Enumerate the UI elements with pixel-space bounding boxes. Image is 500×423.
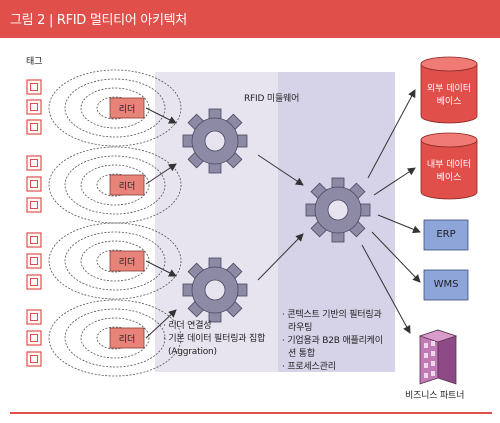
database-outer-label-line: 외부 데이터 xyxy=(426,84,472,94)
database-inner-label-line: 내부 데이터 xyxy=(426,160,472,170)
note-line: · 리더 연결성 xyxy=(163,321,212,331)
note-line: 라우팅 xyxy=(288,323,313,333)
note-line: · 기본 데이터 필터링과 집합 xyxy=(163,334,266,344)
arrow xyxy=(145,260,177,277)
gear-icon xyxy=(305,177,371,243)
reader-box-3 xyxy=(109,250,145,272)
tag-icon xyxy=(26,155,42,171)
note-line: · 프로세스관리 xyxy=(282,362,336,372)
reader-label: 리더 xyxy=(118,182,136,192)
note-line: · 기업용과 B2B 애플리케이 xyxy=(282,336,383,346)
arrow xyxy=(145,163,177,185)
tag-icon xyxy=(26,330,42,346)
note-line: · 콘텍스트 기반의 필터링과 xyxy=(282,310,382,320)
arrow xyxy=(371,231,421,283)
database-inner-label-line: 베이스 xyxy=(436,173,462,183)
title-bar: 그림 2 | RFID 멀티티어 아키텍처 xyxy=(0,0,500,38)
bottom-rule xyxy=(10,412,492,414)
arrow xyxy=(145,107,177,124)
right-notes: · 콘텍스트 기반의 필터링과 라우팅 · 기업용과 B2B 애플리케이 션 통… xyxy=(282,309,383,374)
figure-title: 그림 2 | RFID 멀티티어 아키텍처 xyxy=(10,13,187,28)
reader-box-2 xyxy=(109,174,145,196)
erp-box xyxy=(423,219,469,251)
database-outer xyxy=(420,56,478,124)
arrow xyxy=(361,244,411,334)
reader-label: 리더 xyxy=(118,258,136,268)
wms-label: WMS xyxy=(433,279,459,290)
database-outer-label-line: 베이스 xyxy=(436,97,462,107)
tag-icon xyxy=(26,309,42,325)
tag-icon xyxy=(26,176,42,192)
arrow xyxy=(367,89,416,179)
database-outer-label: 외부 데이터 베이스 xyxy=(421,83,477,109)
tag-icon xyxy=(26,197,42,213)
tag-icon xyxy=(26,99,42,115)
gear-icon xyxy=(182,257,248,323)
tag-icon xyxy=(26,232,42,248)
erp-label: ERP xyxy=(436,229,456,240)
reader-label: 리더 xyxy=(118,335,136,345)
tag-icon xyxy=(26,253,42,269)
arrow xyxy=(257,154,304,186)
gear-icon xyxy=(182,108,248,174)
note-line: (Aggration) xyxy=(168,347,217,357)
tag-icon xyxy=(26,274,42,290)
building-icon xyxy=(418,329,458,385)
arrow xyxy=(373,167,416,196)
arrow xyxy=(145,309,177,339)
arrow xyxy=(377,214,421,234)
database-inner-label: 내부 데이터 베이스 xyxy=(421,159,477,185)
reader-box-4 xyxy=(109,327,145,349)
tag-label: 태그 xyxy=(26,57,43,67)
reader-box-1 xyxy=(109,97,145,119)
database-inner xyxy=(420,132,478,200)
tag-icon xyxy=(26,351,42,367)
left-notes: · 리더 연결성 · 기본 데이터 필터링과 집합 (Aggration) xyxy=(163,320,265,359)
reader-label: 리더 xyxy=(118,105,136,115)
wms-box xyxy=(423,269,469,301)
tag-icon xyxy=(26,119,42,135)
partner-label: 비즈니스 파트너 xyxy=(405,391,465,401)
middleware-label: RFID 미들웨어 xyxy=(244,94,300,104)
arrow xyxy=(257,233,304,281)
note-line: 션 통합 xyxy=(288,349,315,359)
architecture-diagram xyxy=(26,56,478,385)
tag-icon xyxy=(26,79,42,95)
